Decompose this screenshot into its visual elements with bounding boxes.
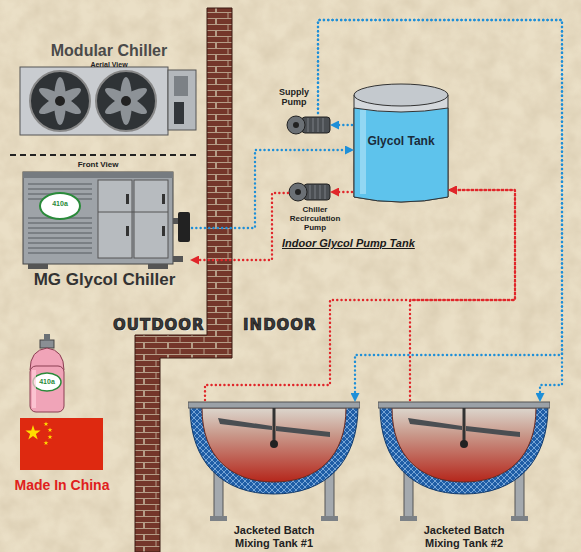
glycol-tank: Glycol Tank [352,80,450,207]
return-pipe [332,191,352,193]
refrigerant-badge: 410a [48,200,72,208]
chiller-title: MG Glycol Chiller [12,270,197,290]
tank-label: Jacketed Batch Mixing Tank #1 [224,524,324,549]
glycol-chiller: Front ViewMG Glycol Chiller [22,160,192,290]
refrigerant-bottle [30,334,64,412]
supply-pipe [318,20,562,400]
mixing-tank-art [188,400,360,524]
return-pipe [192,193,288,260]
mixing-tank-art [378,400,550,524]
recirculation-pump: Chiller Recirculation Pump [288,180,332,204]
pump-art [288,180,332,204]
pump-art [286,113,332,137]
supply-pump: Supply Pump [286,113,332,137]
chiller-title: Modular Chiller [18,42,200,60]
tank-label: Jacketed Batch Mixing Tank #2 [414,524,514,549]
return-pipe [205,190,515,400]
view-caption: Front View [22,160,174,169]
pump-label: Chiller Recirculation Pump [284,205,346,233]
supply-pipe [318,20,562,400]
return-pipe [410,190,515,400]
chiller-aerial: Modular ChillerAerial View [18,40,200,138]
mixing-tank: Jacketed Batch Mixing Tank #1 [188,400,360,552]
china-flag [20,418,103,470]
origin-label: Made In China [10,477,114,493]
view-caption: Aerial View [18,61,200,69]
supply-pipe [332,124,352,126]
pump-label: Supply Pump [274,87,314,108]
view-divider [10,154,200,156]
zone-label: INDOOR [243,317,317,334]
refrigerant-badge: 410a [33,378,61,386]
mixing-tank: Jacketed Batch Mixing Tank #2 [378,400,550,552]
tank-label: Glycol Tank [352,135,450,149]
zone-label: OUTDOOR [113,317,205,334]
group-label: Indoor Glycol Pump Tank [282,237,415,250]
chiller-front-art [22,160,192,270]
